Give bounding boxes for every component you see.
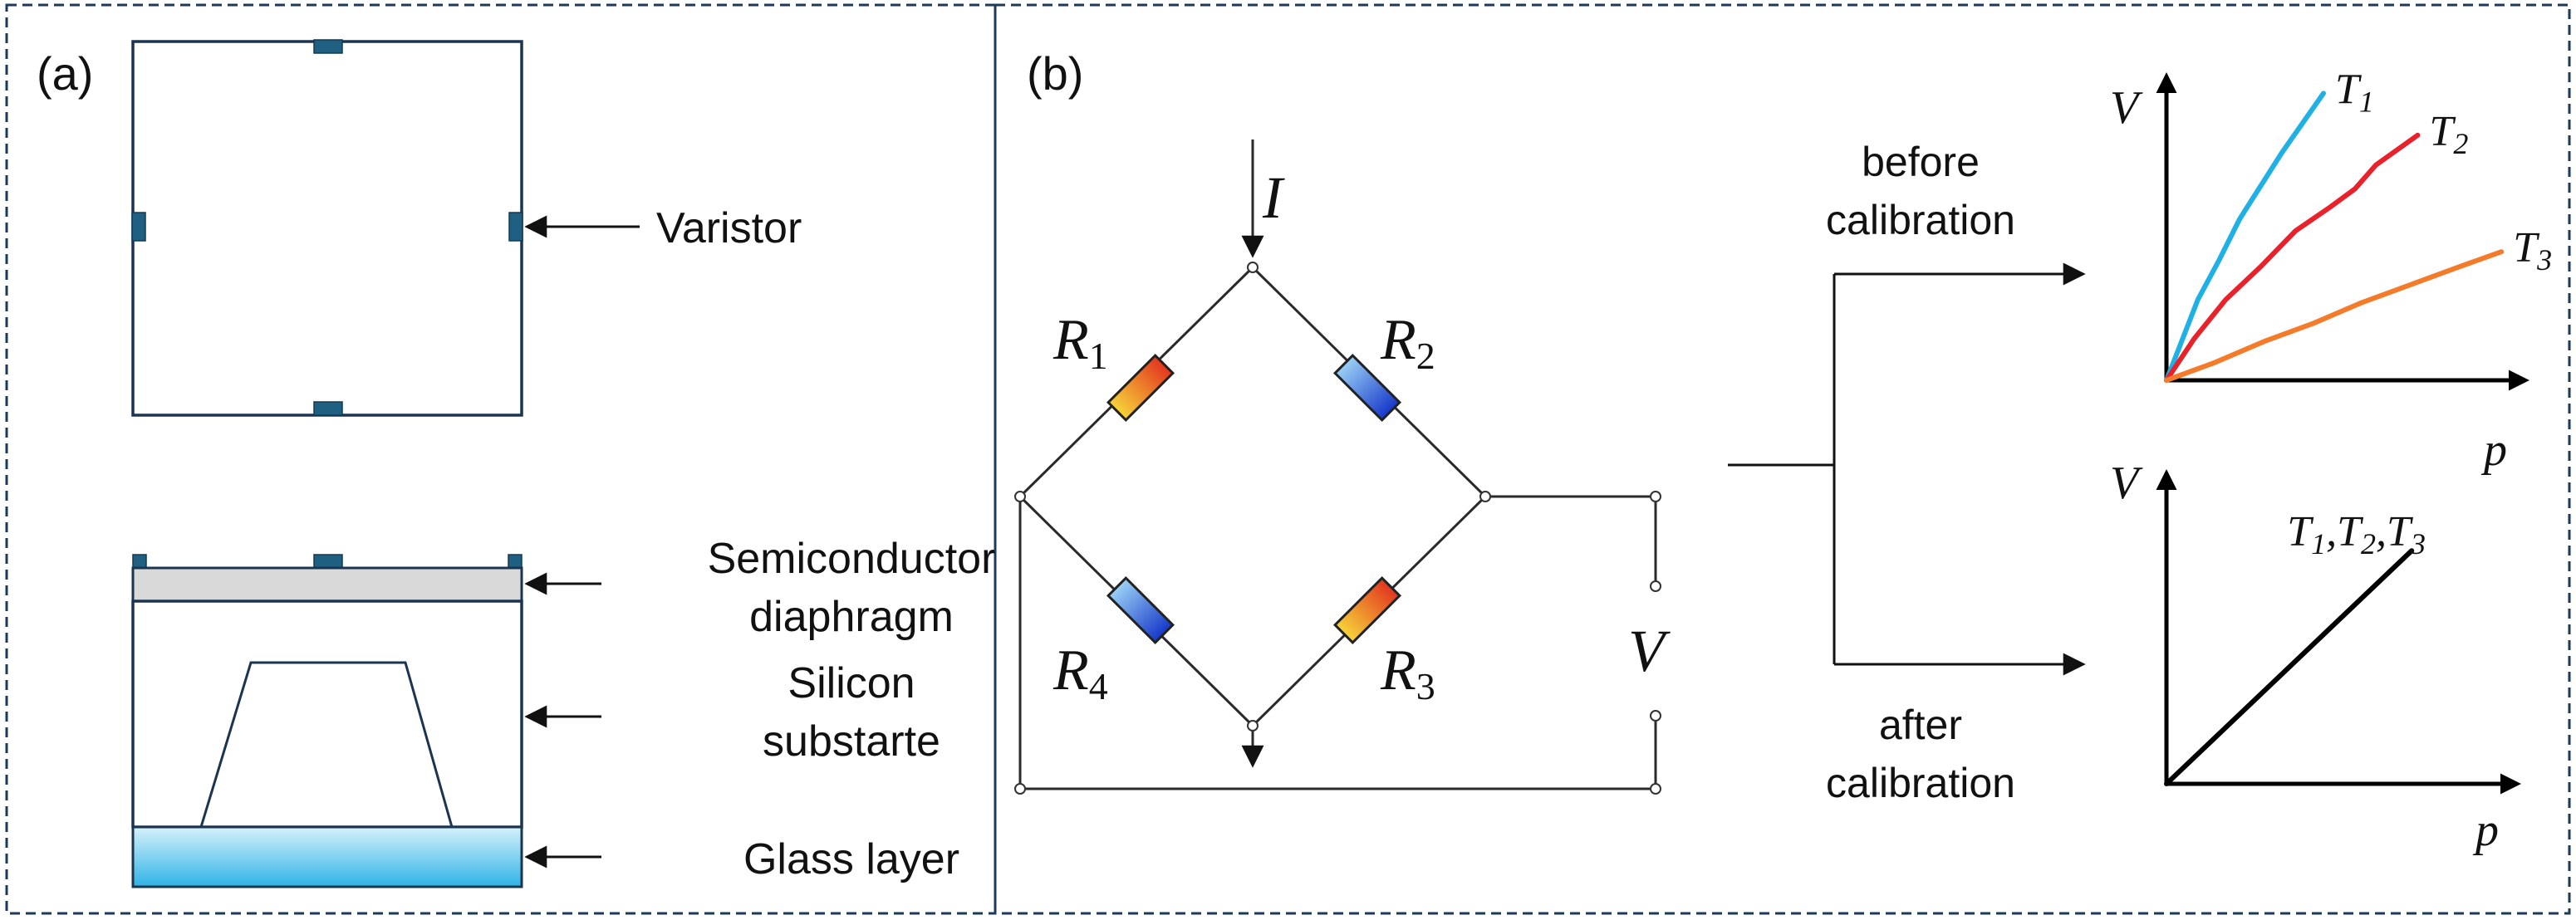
silicon-label-line1: Silicon bbox=[788, 659, 915, 707]
varistor-pad-left bbox=[131, 212, 146, 242]
chart-before-series-3-line bbox=[2164, 249, 2505, 383]
varistor-pad-cs-center bbox=[313, 554, 343, 569]
semiconductor-diaphragm bbox=[131, 566, 523, 603]
chart-before-series-2-label: T2 bbox=[2429, 108, 2468, 160]
glass-layer bbox=[131, 825, 523, 888]
terminal-bottom-left bbox=[1014, 783, 1026, 795]
node-right bbox=[1479, 491, 1491, 502]
current-symbol: I bbox=[1262, 164, 1285, 231]
semiconductor-label-line1: Semiconductor bbox=[708, 535, 996, 583]
panel-a-pointers bbox=[524, 215, 640, 869]
terminal-lower bbox=[1650, 710, 1661, 722]
varistor-pad-right bbox=[508, 212, 523, 242]
node-top bbox=[1247, 262, 1259, 273]
panel-b-frame bbox=[994, 3, 2571, 915]
chart-after-series-1-label: T1,T2,T3 bbox=[2287, 508, 2426, 560]
calibration-branch: before calibration after calibration bbox=[1728, 139, 2086, 806]
panel-a: (a) Varistor Semiconductor bbox=[5, 3, 997, 915]
varistor-pad-bottom bbox=[313, 401, 343, 416]
cross-section bbox=[131, 554, 523, 888]
after-label-line2: calibration bbox=[1826, 760, 2015, 806]
panel-b: (b) I V bbox=[994, 3, 2571, 915]
glass-label: Glass layer bbox=[743, 835, 959, 883]
etched-cavity bbox=[199, 661, 454, 829]
terminal-upper bbox=[1650, 580, 1661, 592]
panel-b-tag: (b) bbox=[1027, 47, 1083, 100]
chart-before-series-3-label: T3 bbox=[2513, 224, 2552, 276]
chart-after-calibration: V p T1,T2,T3 bbox=[2110, 458, 2521, 856]
top-view-die bbox=[131, 40, 523, 417]
silicon-substrate bbox=[131, 599, 523, 829]
varistor-pad-cs-right bbox=[508, 554, 523, 569]
chart-after-series-1-line bbox=[2164, 548, 2415, 786]
terminal-top bbox=[1650, 491, 1661, 502]
chart-before-series-1-label: T1 bbox=[2335, 66, 2374, 118]
top-view bbox=[131, 39, 523, 417]
resistor-r1 bbox=[1106, 353, 1175, 423]
node-left bbox=[1014, 491, 1026, 502]
resistor-label-r4: R4 bbox=[1052, 639, 1108, 707]
chart-before-series-1-line bbox=[2164, 91, 2326, 383]
resistor-r2 bbox=[1332, 353, 1402, 423]
voltage-symbol: V bbox=[1628, 618, 1671, 684]
resistor-label-r2: R2 bbox=[1380, 308, 1435, 377]
wheatstone-bridge: I V bbox=[1014, 139, 1671, 795]
varistor-pad-top bbox=[313, 39, 343, 54]
chart-before-series-2-line bbox=[2164, 132, 2421, 383]
chart-before-ylabel: V bbox=[2110, 82, 2143, 134]
resistor-r4 bbox=[1106, 575, 1175, 645]
semiconductor-label-line2: diaphragm bbox=[749, 593, 954, 641]
varistor-label: Varistor bbox=[656, 204, 802, 252]
chart-before-xlabel: p bbox=[2480, 424, 2507, 476]
panel-a-tag: (a) bbox=[37, 47, 93, 100]
resistor-r3 bbox=[1332, 575, 1402, 645]
resistor-label-r1: R1 bbox=[1052, 308, 1108, 377]
before-label-line2: calibration bbox=[1826, 197, 2015, 243]
panel-a-frame bbox=[5, 3, 997, 915]
chart-after-ylabel: V bbox=[2110, 458, 2143, 509]
terminal-bottom bbox=[1650, 783, 1661, 795]
node-bottom bbox=[1247, 720, 1259, 732]
resistor-label-r3: R3 bbox=[1380, 639, 1435, 707]
after-label-line1: after bbox=[1879, 702, 1962, 748]
chart-after-xlabel: p bbox=[2472, 805, 2499, 856]
before-label-line1: before bbox=[1862, 139, 1980, 185]
silicon-label-line2: substarte bbox=[763, 717, 940, 766]
varistor-pad-cs-left bbox=[132, 554, 147, 569]
